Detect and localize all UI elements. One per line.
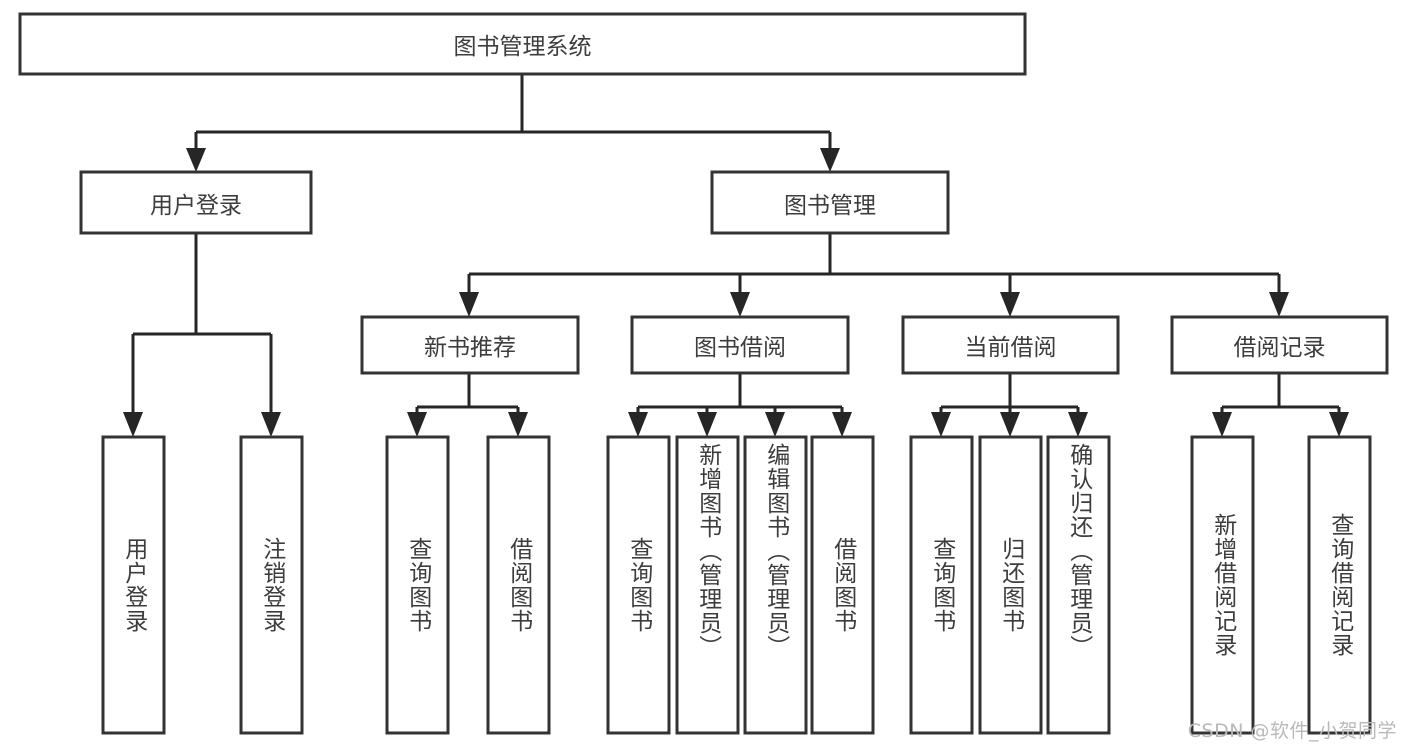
connector-group-user-login: [123, 233, 281, 437]
arrow-to-user-login: [186, 148, 206, 172]
node-book-borrow[interactable]: [630, 315, 850, 375]
arrow-to-current-borrow: [1000, 292, 1020, 317]
leaf-book-borrow-2[interactable]: [675, 435, 740, 735]
node-book-management[interactable]: [710, 170, 950, 235]
arrow-current-borrow-leaf-2: [1000, 412, 1020, 437]
watermark: CSDN @软件_小贺同学: [1187, 720, 1397, 742]
leaf-current-borrow-3[interactable]: [1046, 435, 1111, 735]
arrow-book-borrow-leaf-4: [832, 412, 852, 437]
arrow-book-borrow-leaf-2: [697, 412, 717, 437]
leaf-book-borrow-3[interactable]: [743, 435, 808, 735]
arrow-user-login-leaf-2: [261, 412, 281, 437]
connector-group-book-mgmt: [459, 233, 1289, 317]
arrow-new-book-leaf-2: [508, 412, 528, 437]
arrow-to-book-mgmt: [820, 148, 840, 172]
leaf-borrow-records-1[interactable]: [1190, 435, 1255, 735]
connector-group-book-borrow: [628, 373, 852, 437]
connector-group-root: [186, 74, 840, 172]
leaf-current-borrow-2[interactable]: [978, 435, 1043, 735]
arrow-current-borrow-leaf-3: [1068, 412, 1088, 437]
arrow-book-borrow-leaf-1: [628, 412, 648, 437]
arrow-user-login-leaf-1: [123, 412, 143, 437]
arrow-to-new-book: [459, 292, 479, 317]
leaf-borrow-records-2[interactable]: [1307, 435, 1372, 735]
arrow-to-book-borrow: [730, 292, 750, 317]
arrow-current-borrow-leaf-1: [931, 412, 951, 437]
arrow-borrow-records-leaf-2: [1329, 412, 1349, 437]
node-root[interactable]: [18, 12, 1027, 76]
node-current-borrow[interactable]: [901, 315, 1120, 375]
connector-group-borrow-records: [1212, 373, 1349, 437]
node-borrow-records[interactable]: [1170, 315, 1389, 375]
leaf-new-book-2[interactable]: [486, 435, 551, 735]
node-new-book-recommend[interactable]: [360, 315, 580, 375]
arrow-new-book-leaf-1: [407, 412, 427, 437]
leaf-book-borrow-1[interactable]: [606, 435, 671, 735]
leaf-user-login-2[interactable]: [239, 435, 304, 735]
arrow-to-borrow-records: [1269, 292, 1289, 317]
connector-group-new-book: [407, 373, 528, 437]
leaf-book-borrow-4[interactable]: [810, 435, 875, 735]
arrow-borrow-records-leaf-1: [1212, 412, 1232, 437]
leaf-user-login-1[interactable]: [101, 435, 166, 735]
leaf-current-borrow-1[interactable]: [909, 435, 974, 735]
connector-group-current-borrow: [931, 373, 1088, 437]
arrow-book-borrow-leaf-3: [765, 412, 785, 437]
node-user-login[interactable]: [79, 170, 313, 235]
leaf-new-book-1[interactable]: [385, 435, 450, 735]
